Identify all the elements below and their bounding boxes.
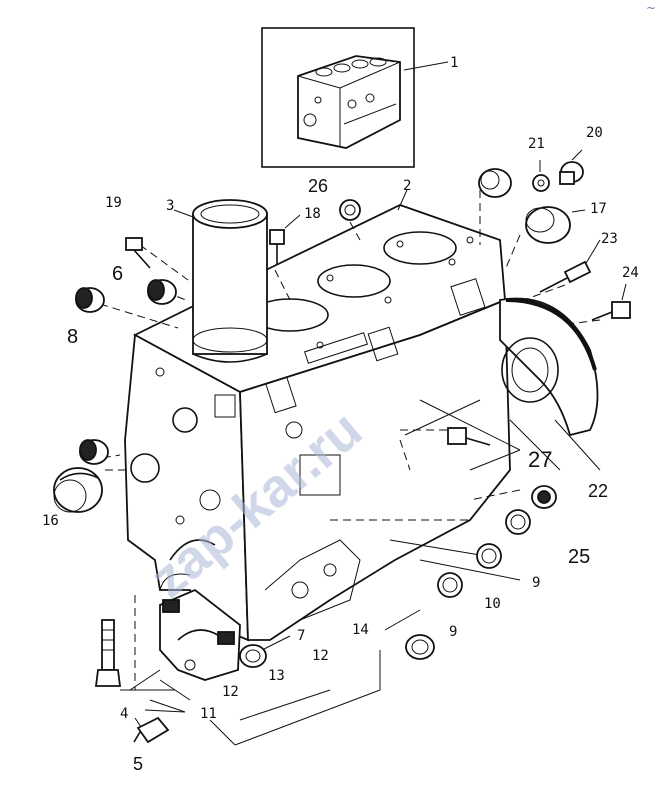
callout-24: 24 <box>622 265 639 281</box>
callout-22: 22 <box>588 481 608 501</box>
callout-1: 1 <box>450 55 458 71</box>
callout-9a: 9 <box>532 575 540 591</box>
assembly-inset <box>261 27 449 168</box>
inset-engine-block <box>297 55 401 149</box>
callout-18: 18 <box>304 206 321 222</box>
callout-13: 13 <box>268 668 285 684</box>
plug-25 <box>531 485 557 509</box>
callout-10: 10 <box>484 596 501 612</box>
callout-3: 3 <box>166 198 174 214</box>
callout-9b: 9 <box>449 624 457 640</box>
washer-21 <box>532 174 550 192</box>
tilde-mark-icon: ~ <box>646 1 656 15</box>
leader-lines <box>61 149 627 746</box>
callout-labels: 1 2 3 4 5 6 7 8 9 9 10 11 12 12 13 14 16… <box>42 55 639 774</box>
bolt-27 <box>447 427 491 446</box>
plug-left <box>79 439 109 465</box>
callout-17: 17 <box>590 201 607 217</box>
pin-18 <box>269 229 285 264</box>
bolt-24 <box>591 301 631 321</box>
dowel-5 <box>133 716 170 744</box>
plug-6 <box>147 279 177 305</box>
callout-6: 6 <box>112 263 123 285</box>
callout-2: 2 <box>403 178 411 194</box>
callout-8: 8 <box>67 326 78 348</box>
cup-plug-top <box>478 168 512 198</box>
bolt-19 <box>125 237 151 269</box>
callout-12b: 12 <box>312 648 329 664</box>
plug-8 <box>75 287 105 313</box>
callout-25: 25 <box>568 546 590 568</box>
callout-4: 4 <box>120 706 128 722</box>
bearing-10 <box>476 543 502 569</box>
callout-26: 26 <box>308 176 328 196</box>
callout-14: 14 <box>352 622 369 638</box>
callout-7: 7 <box>297 628 305 644</box>
bearing-7 <box>239 644 267 668</box>
bushing-16 <box>53 467 103 513</box>
callout-12a: 12 <box>222 684 239 700</box>
callout-16: 16 <box>42 513 59 529</box>
bearing-9a <box>505 509 531 535</box>
callout-5: 5 <box>133 754 143 774</box>
cylinder-liner <box>192 199 268 363</box>
bearing-9b <box>437 572 463 598</box>
callout-21: 21 <box>528 136 545 152</box>
bolt-4 <box>94 619 122 687</box>
main-bearing-cap <box>159 588 241 681</box>
callout-27: 27 <box>528 447 552 472</box>
plug-26 <box>339 199 361 221</box>
bolt-23 <box>539 260 592 293</box>
plug-20 <box>559 161 584 185</box>
callout-11: 11 <box>200 706 217 722</box>
bearing-14 <box>405 634 435 660</box>
cap-17 <box>525 206 571 244</box>
callout-23: 23 <box>601 231 618 247</box>
callout-20: 20 <box>586 125 603 141</box>
rear-seal-housing <box>499 297 599 437</box>
callout-19: 19 <box>105 195 122 211</box>
